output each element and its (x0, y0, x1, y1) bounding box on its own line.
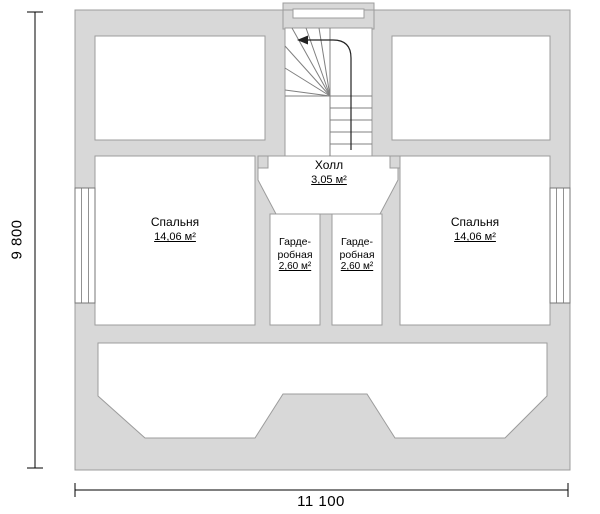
dormer-window-slot (292, 8, 365, 19)
dimension-label-width: 11 100 (297, 493, 345, 510)
wall-stub-left (257, 155, 269, 169)
dimension-lines (27, 11, 569, 497)
room-top-right (391, 35, 551, 141)
windows (74, 187, 571, 304)
room-interiors (94, 8, 551, 439)
room-wardrobe-left (269, 213, 321, 326)
stair-wall-left (265, 10, 285, 156)
dimension-line-bottom (74, 483, 569, 497)
stair-wall-right (372, 10, 392, 156)
room-bedroom-right (399, 155, 551, 326)
stair-direction-arrow (297, 35, 352, 150)
room-bedroom-left (94, 155, 256, 326)
room-top-left (94, 35, 266, 141)
window-right (549, 187, 571, 304)
dimension-label-height: 9 800 (8, 219, 26, 260)
room-wardrobe-right (331, 213, 383, 326)
wall-stub-right (389, 155, 401, 169)
roof-terrace-area (97, 342, 548, 439)
room-hall (257, 155, 399, 215)
window-left (74, 187, 96, 304)
dimension-line-left (27, 11, 43, 469)
wall-stubs (257, 155, 401, 169)
